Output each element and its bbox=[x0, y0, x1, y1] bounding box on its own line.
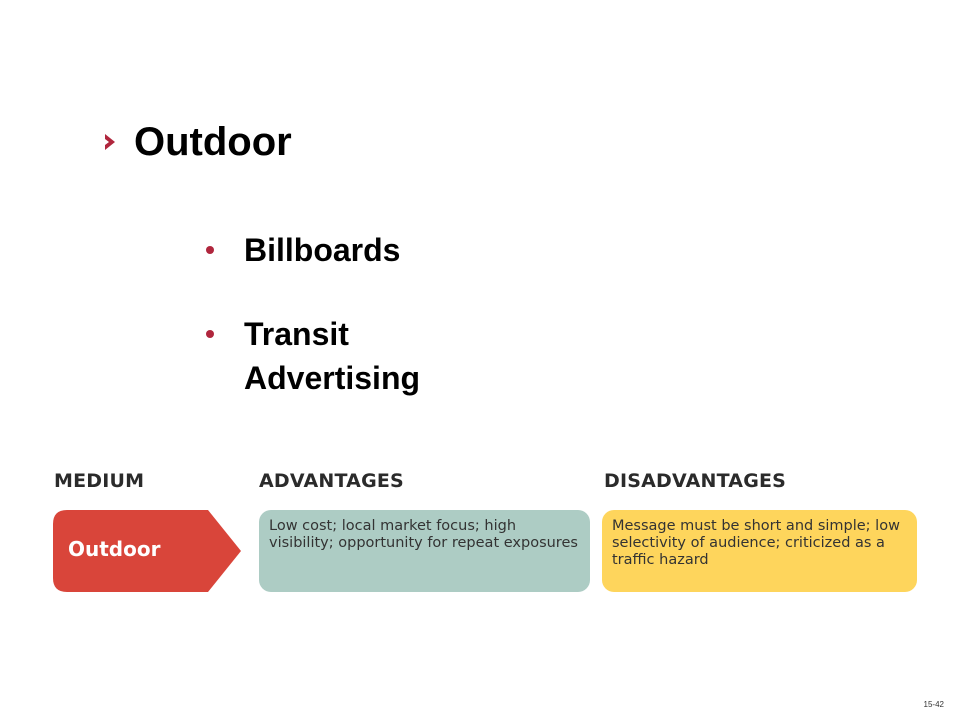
bullet-dot-icon bbox=[206, 330, 214, 338]
bullet-text: Transit Advertising bbox=[244, 316, 421, 396]
list-item: Transit Advertising bbox=[200, 312, 464, 400]
slide-title: Outdoor bbox=[134, 120, 292, 164]
page-number: 15-42 bbox=[923, 700, 944, 709]
list-item: Billboards bbox=[200, 228, 464, 272]
chevron-right-icon bbox=[105, 134, 115, 150]
disadvantages-column-header: DISADVANTAGES bbox=[604, 470, 787, 492]
advantages-column-header: ADVANTAGES bbox=[259, 470, 404, 492]
medium-label: Outdoor bbox=[68, 537, 161, 561]
medium-arrow-shape bbox=[53, 510, 241, 592]
advantages-box: Low cost; local market focus; high visib… bbox=[259, 510, 590, 592]
medium-column-header: MEDIUM bbox=[54, 470, 145, 492]
bullet-list: Billboards Transit Advertising bbox=[200, 228, 464, 440]
disadvantages-box: Message must be short and simple; low se… bbox=[602, 510, 917, 592]
slide-heading-row: Outdoor bbox=[100, 118, 292, 166]
bullet-text: Billboards bbox=[244, 232, 401, 268]
bullet-dot-icon bbox=[206, 246, 214, 254]
